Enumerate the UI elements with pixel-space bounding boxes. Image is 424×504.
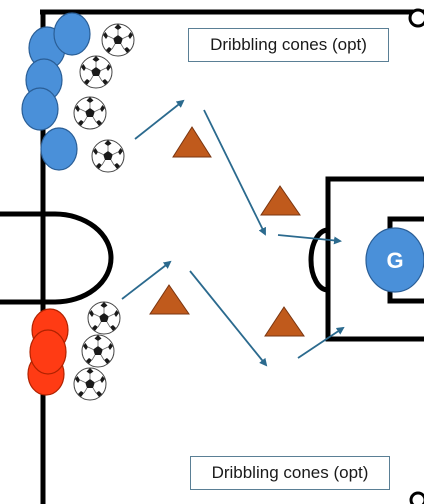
ball-icon	[79, 55, 113, 89]
center-circle	[0, 211, 114, 305]
arrow-line	[297, 326, 345, 359]
cone-icon	[264, 306, 305, 337]
blue-player	[21, 87, 59, 131]
cones	[149, 126, 305, 337]
cone-icon	[172, 126, 212, 158]
corner-spot	[408, 8, 424, 28]
cone-icon	[149, 284, 190, 315]
dribbling-cones-note-top: Dribbling cones (opt)	[188, 28, 389, 62]
dribbling-cones-note-bottom: Dribbling cones (opt)	[190, 456, 390, 490]
red-team	[27, 308, 69, 396]
field-lines	[0, 9, 424, 504]
ball-icon	[91, 139, 125, 173]
blue-team	[21, 12, 91, 171]
cone-icon	[260, 185, 301, 216]
arrow-line	[203, 109, 266, 236]
note-text: Dribbling cones (opt)	[210, 35, 367, 54]
red-player	[29, 329, 67, 375]
ball-icon	[81, 334, 115, 368]
goalkeeper-circle	[365, 227, 424, 293]
goalkeeper-label: G	[386, 248, 403, 273]
arrow-line	[277, 234, 342, 245]
goalkeeper: G	[365, 227, 424, 293]
ball-icon	[73, 96, 107, 130]
corner-spot	[409, 491, 424, 504]
balls	[73, 23, 135, 401]
note-text: Dribbling cones (opt)	[211, 463, 369, 482]
arrow-line	[134, 99, 185, 140]
blue-player	[40, 127, 78, 171]
penalty-box	[325, 176, 424, 342]
arrow-line	[121, 260, 172, 300]
blue-player	[53, 12, 91, 56]
ball-icon	[87, 301, 121, 335]
ball-icon	[101, 23, 135, 57]
arrow-line	[189, 270, 268, 367]
penalty-arc	[308, 227, 329, 293]
arrows	[121, 99, 345, 367]
ball-icon	[73, 367, 107, 401]
